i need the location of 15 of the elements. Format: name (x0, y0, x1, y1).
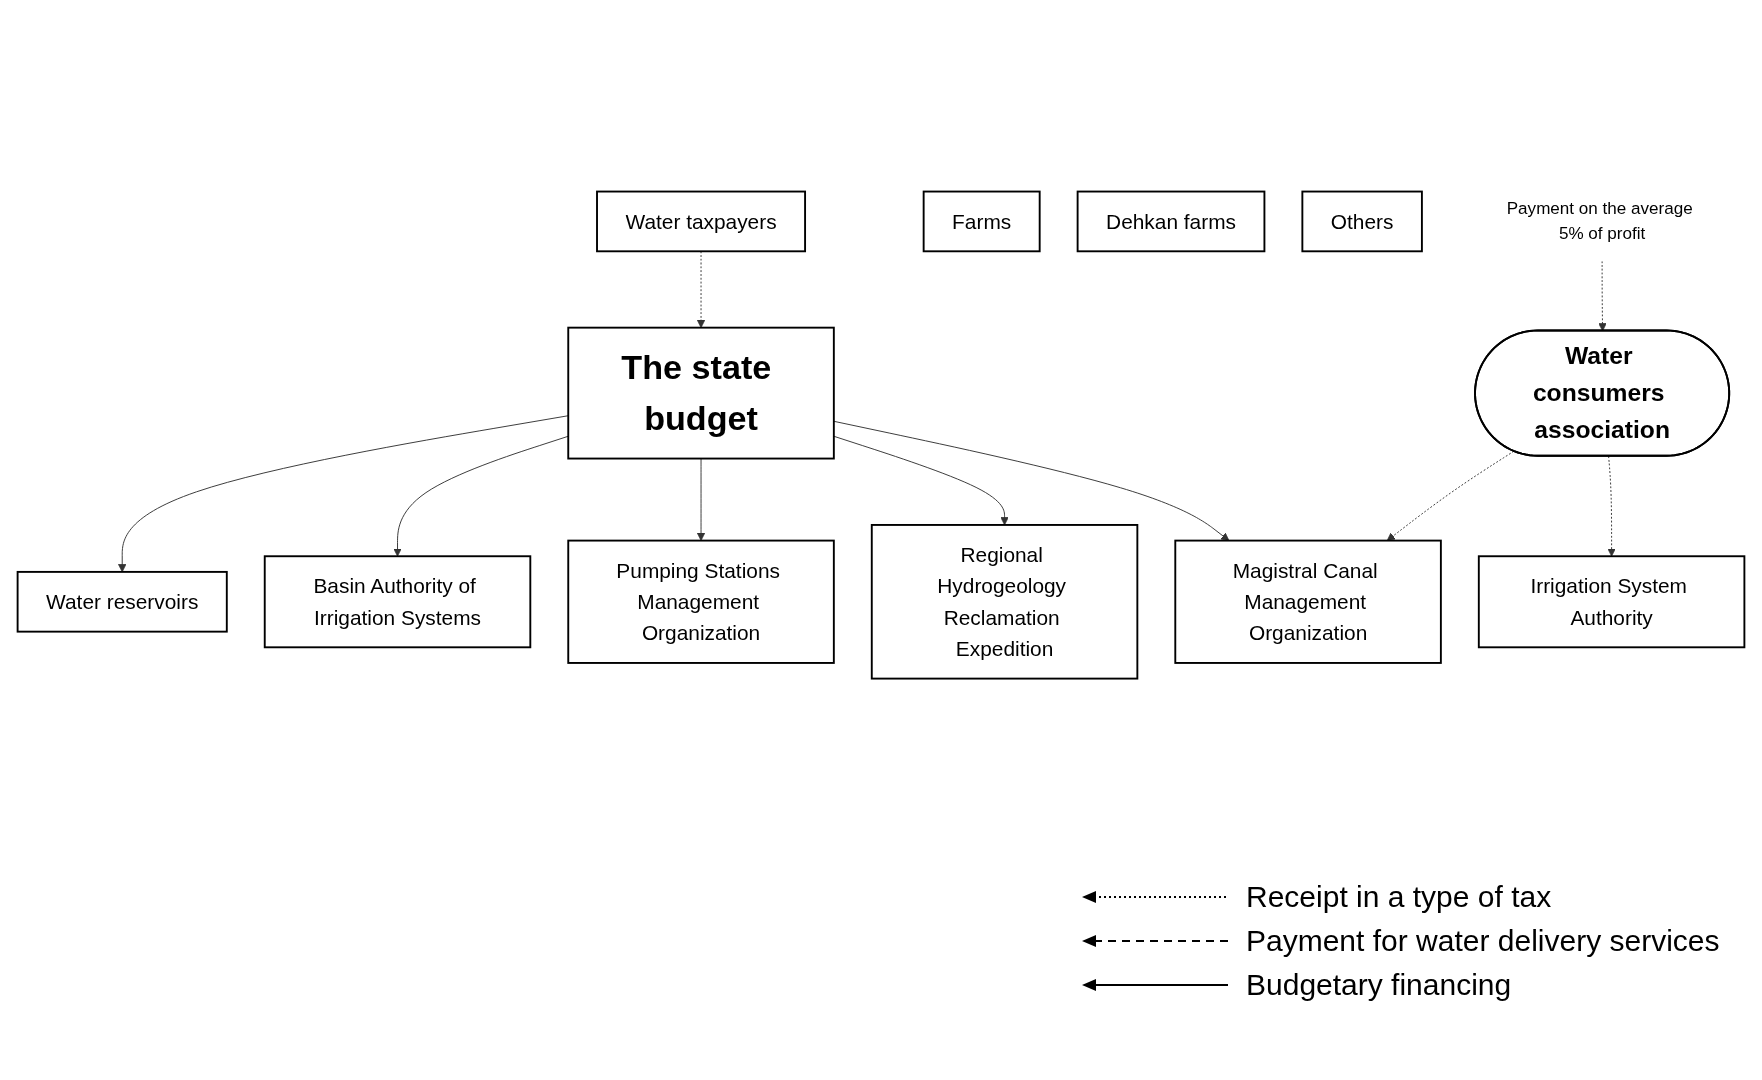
node-box: Farms (922, 190, 1041, 253)
node-box: The state budget (567, 326, 835, 460)
node-box: Dehkan farms (1076, 190, 1266, 253)
node-box: Basin Authority of Irrigation Systems (263, 555, 532, 649)
node-box: Others (1301, 190, 1423, 253)
legend-text: Budgetary financing (1246, 968, 1512, 1002)
legend-text: Receipt in a type of tax (1246, 880, 1552, 914)
node-text: Payment on the average 5% of profit (1506, 198, 1693, 244)
node-box: Magistral Canal Management Organization (1174, 539, 1442, 664)
node-box: Pumping Stations Management Organization (567, 539, 835, 664)
node-box: Regional Hydrogeology Reclamation Expedition (870, 523, 1139, 680)
node-box: Irrigation System Authority (1477, 555, 1746, 649)
node-box: Water reservoirs (16, 570, 228, 633)
node-box: Water taxpayers (596, 190, 807, 253)
legend-text: Payment for water delivery services (1246, 924, 1720, 958)
